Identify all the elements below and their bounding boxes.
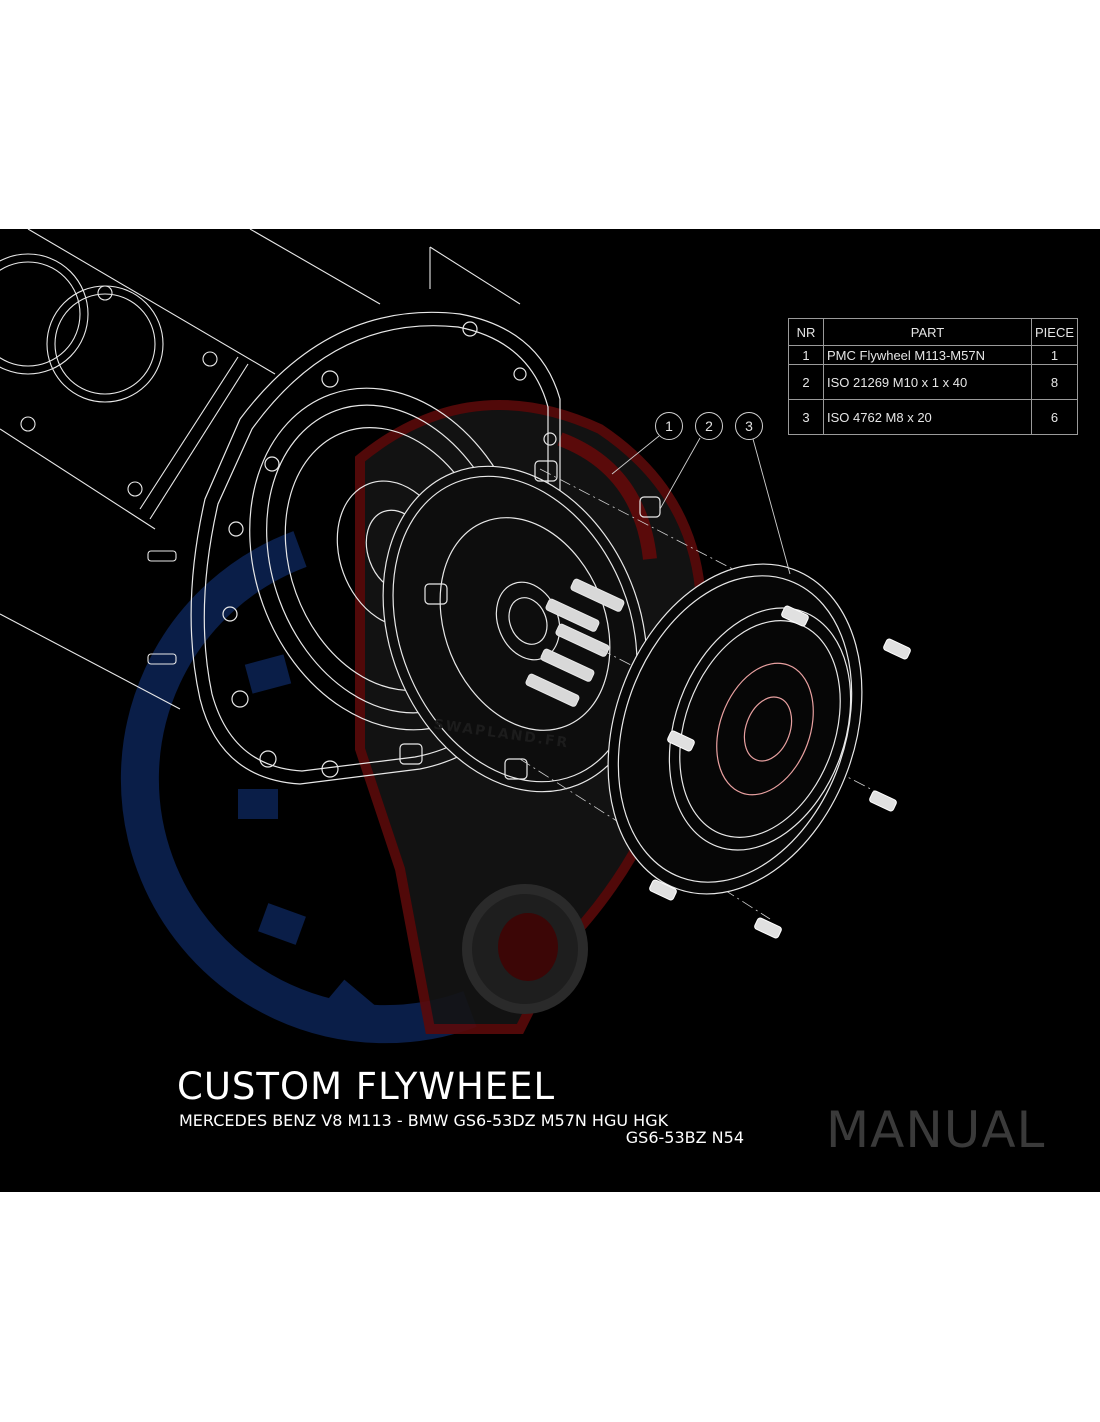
row-part: ISO 4762 M8 x 20 [823,399,1032,435]
parts-table-header: NR PART PIECE [788,318,1079,346]
screws-part-3 [649,605,911,939]
parts-table: NR PART PIECE 1 PMC Flywheel M113-M57N 1… [788,318,1079,435]
callout-leaders [611,435,791,575]
table-row: 2 ISO 21269 M10 x 1 x 40 8 [788,364,1079,400]
row-part: ISO 21269 M10 x 1 x 40 [823,364,1032,400]
header-part: PART [823,318,1032,346]
bolts-part-2 [525,578,625,707]
callout-3: 3 [735,412,763,440]
subtitle-line-2: GS6-53BZ N54 [625,1128,744,1147]
logo-gear-icon [120,531,477,1044]
row-piece: 8 [1030,364,1079,400]
block-studs [147,550,177,665]
table-row: 3 ISO 4762 M8 x 20 6 [788,399,1079,435]
row-nr: 1 [788,345,824,365]
header-piece: PIECE [1030,318,1079,346]
document-title: CUSTOM FLYWHEEL [177,1065,556,1108]
engine-block [0,229,521,710]
row-piece: 1 [1030,345,1079,365]
manual-badge: MANUAL [826,1101,1046,1159]
exploded-assembly-drawing [0,229,911,1044]
table-row: 1 PMC Flywheel M113-M57N 1 [788,345,1079,365]
callout-1: 1 [655,412,683,440]
row-nr: 2 [788,364,824,400]
subtitle-line-1: MERCEDES BENZ V8 M113 - BMW GS6-53DZ M57… [179,1111,669,1130]
callout-2: 2 [695,412,723,440]
header-nr: NR [788,318,824,346]
row-part: PMC Flywheel M113-M57N [823,345,1032,365]
document-subtitle: MERCEDES BENZ V8 M113 - BMW GS6-53DZ M57… [179,1112,744,1146]
row-nr: 3 [788,399,824,435]
drawing-panel: SWAPLAND.FR 1 2 3 NR PART PIECE 1 PMC Fl… [0,229,1100,1192]
clutch-pressure-plate [607,563,863,895]
row-piece: 6 [1030,399,1079,435]
